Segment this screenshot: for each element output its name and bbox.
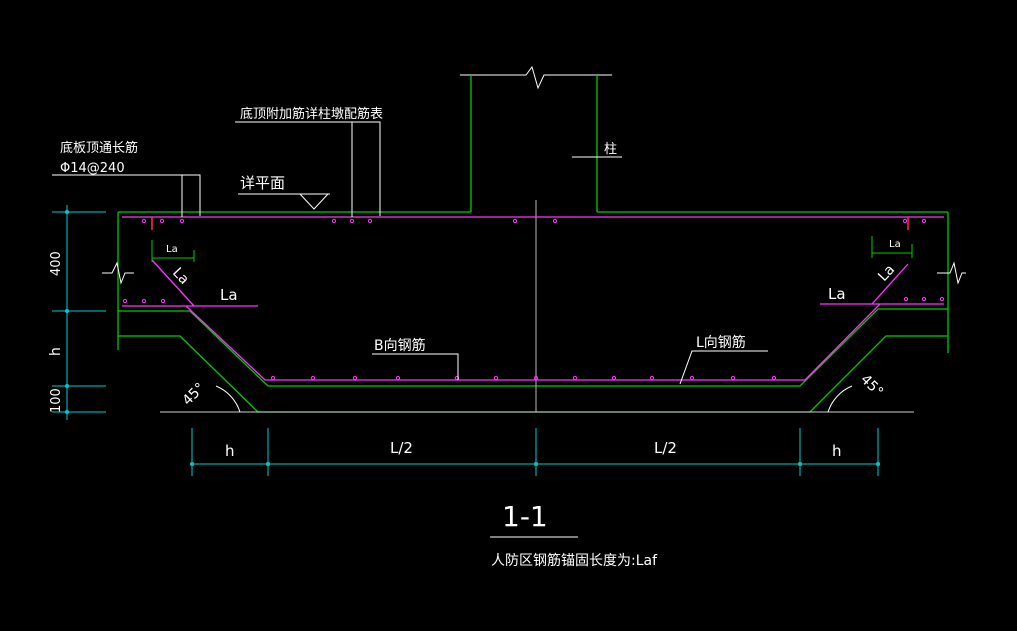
left-la-diag-label: La	[169, 265, 192, 288]
l-dir-bar-label: L向钢筋	[696, 334, 746, 351]
column-break-mark	[460, 65, 612, 90]
rebar-dot	[493, 375, 499, 381]
rebar-dot	[921, 218, 927, 224]
red-markers	[151, 217, 909, 230]
dim-h-left-label: h	[225, 442, 235, 460]
break-marks	[102, 65, 966, 285]
bar-spec-label: Φ14@240	[60, 161, 125, 176]
rebar-dot	[310, 375, 316, 381]
right-diagonal-rebar	[871, 263, 909, 305]
anchorage-note: 人防区钢筋锚固长度为:Laf	[491, 552, 658, 569]
rebar-dot	[771, 375, 777, 381]
pit-inner-outline	[118, 335, 948, 413]
rebar-dot	[159, 218, 165, 224]
rebar-dot	[689, 375, 695, 381]
bottom-top-long-bar-label: 底板顶通长筋	[60, 140, 138, 156]
dim-dots	[65, 210, 880, 466]
rebar-dot	[533, 375, 539, 381]
left-la-label: La	[220, 286, 238, 304]
see-plan-triangle	[299, 193, 329, 210]
rebar-dot	[921, 296, 927, 302]
rebar-dot	[454, 375, 460, 381]
rebar-dot	[331, 218, 337, 224]
left-angle-label: 45°	[180, 380, 209, 409]
dim-half-l-right-label: L/2	[654, 439, 677, 457]
right-angle-label: 45°	[857, 372, 886, 401]
la-small-dims	[151, 236, 913, 262]
dim-dot	[876, 462, 880, 466]
dim-dot	[266, 462, 270, 466]
rebar-dot	[122, 298, 128, 304]
rebar-dot	[902, 218, 908, 224]
long-bar-leader	[52, 174, 201, 216]
pit-outer-outline	[118, 308, 948, 387]
rebar-dot	[141, 298, 147, 304]
rebar-dot	[572, 375, 578, 381]
rebar-dot	[395, 375, 401, 381]
l-dir-leader	[679, 350, 768, 385]
dim-100-label: 100	[49, 388, 64, 413]
rebar-dots	[122, 218, 945, 381]
left-angle-arc	[215, 385, 241, 413]
left-break-mark	[102, 261, 134, 285]
angle-arcs	[215, 385, 853, 413]
rebar-dot	[730, 375, 736, 381]
concrete-outline	[117, 76, 949, 413]
rebar-dot	[903, 296, 909, 302]
rebar-dot	[649, 375, 655, 381]
rebar-dot	[512, 218, 518, 224]
rebar-dot	[141, 218, 147, 224]
b-dir-bar-label: B向钢筋	[374, 337, 426, 354]
dim-dot	[534, 462, 538, 466]
right-la-label: La	[828, 285, 846, 303]
dim-h-right-label: h	[832, 442, 842, 460]
b-dir-leader	[372, 353, 459, 380]
rebar-dot	[179, 218, 185, 224]
rebar-dot	[552, 218, 558, 224]
dim-dot	[65, 210, 69, 214]
rebar-dot	[367, 218, 373, 224]
rebar-dot	[352, 375, 358, 381]
rebar-dot	[160, 298, 166, 304]
rebar-dot	[939, 296, 945, 302]
column-label: 柱	[604, 142, 617, 157]
additional-bar-leader	[235, 121, 381, 216]
pit-rebar	[122, 303, 944, 381]
rebar-dot	[611, 375, 617, 381]
right-la-small-label: La	[889, 239, 901, 250]
see-plan-label: 详平面	[240, 174, 285, 192]
right-la-diag-label: La	[875, 262, 898, 285]
dim-dot	[190, 462, 194, 466]
left-diagonal-rebar	[151, 259, 195, 307]
rebar	[122, 216, 944, 381]
left-la-small-label: La	[166, 244, 178, 255]
right-angle-arc	[827, 385, 853, 413]
dim-dot	[798, 462, 802, 466]
right-break-mark	[937, 261, 966, 285]
dim-dot	[65, 410, 69, 414]
leader-lines	[52, 121, 768, 538]
dim-h-vertical-label: h	[48, 347, 64, 356]
rebar-dot	[270, 375, 276, 381]
dim-400-label: 400	[49, 251, 64, 276]
dim-half-l-left-label: L/2	[390, 439, 413, 457]
dim-dot	[65, 384, 69, 388]
dim-dot	[65, 309, 69, 313]
rebar-dot	[349, 218, 355, 224]
section-title: 1-1	[502, 500, 548, 533]
top-additional-bar-label: 底顶附加筋详柱墩配筋表	[240, 106, 383, 122]
